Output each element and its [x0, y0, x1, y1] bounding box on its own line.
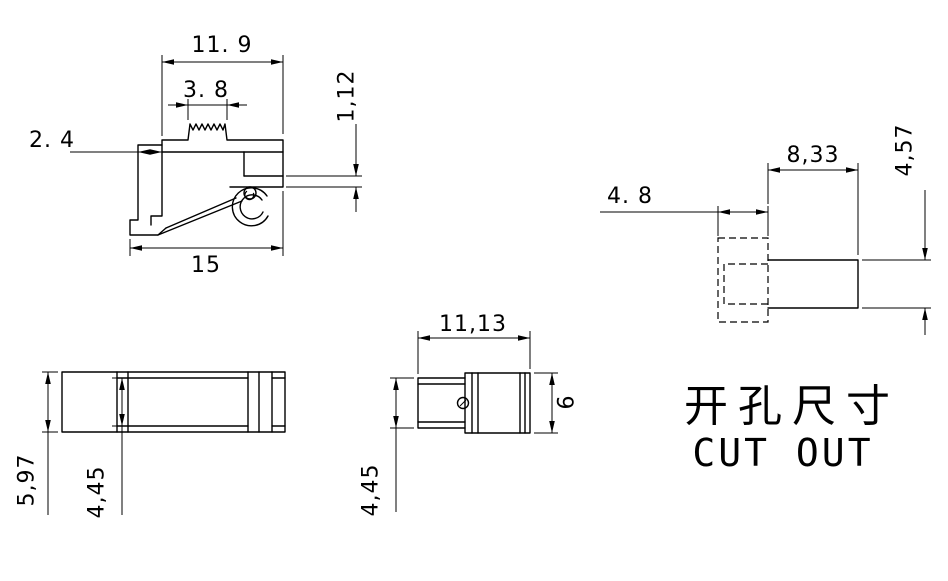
profile-left-wall-inner	[150, 151, 163, 226]
dim-wall-thickness-label: 2. 4	[29, 128, 75, 153]
dim-body-depth: 4. 8	[600, 184, 769, 236]
spring-inner-arc	[239, 194, 264, 220]
dim-arrowhead	[138, 149, 150, 155]
dim-extension-lines	[862, 259, 931, 309]
profile-top-bar-outline	[161, 123, 284, 188]
title-chinese: 开孔尺寸	[684, 381, 900, 432]
dim-side-inner-height-label: 4,45	[85, 466, 110, 519]
dim-arrowhead	[768, 167, 780, 173]
dim-arrowhead	[271, 245, 283, 251]
cutout-hidden-inner-outline	[723, 263, 768, 305]
dim-arrowhead	[119, 378, 125, 390]
side-inner-horizontals	[116, 377, 286, 427]
dim-arrowhead	[518, 335, 530, 341]
dim-arrowhead	[393, 378, 399, 390]
front-left-inner-horizontals	[417, 383, 466, 423]
dim-arrowhead	[393, 416, 399, 428]
dim-serration-width: 3. 8	[168, 78, 247, 120]
dim-body-height-label: 6	[555, 395, 580, 410]
dim-extension-lines	[534, 372, 558, 434]
cutout-slot-outline	[767, 259, 859, 309]
front-right-block	[464, 372, 531, 434]
dim-arrowhead	[353, 187, 359, 199]
profile-left-wall-outer	[129, 144, 167, 236]
dim-body-height: 6	[534, 372, 580, 434]
dim-extension-lines	[187, 99, 228, 120]
title-block: 开孔尺寸 CUT OUT	[684, 381, 900, 475]
dim-extension-lines	[767, 163, 859, 255]
dim-arrowhead	[418, 335, 430, 341]
dim-wall-thickness: 2. 4	[29, 128, 162, 155]
profile-bottom-leg-lower	[157, 200, 243, 236]
view-side: 5,97 4,45	[15, 371, 286, 519]
dim-extension-lines	[161, 55, 284, 136]
title-english: CUT OUT	[692, 431, 873, 475]
dim-overall-length: 11,13	[417, 312, 531, 374]
view-profile-section: 11. 9 3. 8 1,12 2. 4 15	[29, 33, 362, 278]
profile-part-geometry	[129, 123, 284, 236]
dim-arrowhead	[162, 59, 174, 65]
dim-body-depth-label: 4. 8	[607, 184, 653, 209]
dim-arrowhead	[846, 167, 858, 173]
dim-extension-lines	[286, 175, 362, 188]
dim-front-inner-height-label: 4,45	[359, 464, 384, 517]
dim-side-inner-height: 4,45	[85, 377, 130, 519]
dim-serration-width-label: 3. 8	[183, 78, 229, 103]
dim-top-width: 11. 9	[161, 33, 284, 136]
front-screw-detail-tick	[459, 399, 467, 407]
dim-arrowhead	[718, 209, 730, 215]
dim-arrowhead	[549, 373, 555, 385]
side-part-geometry	[61, 371, 286, 433]
dim-overall-width: 15	[129, 191, 284, 278]
dim-arrowhead	[271, 59, 283, 65]
dim-arrowhead	[353, 164, 359, 176]
dim-flange-thickness-label: 1,12	[335, 70, 360, 123]
dim-arrowhead	[922, 248, 928, 260]
dim-slot-height: 4,57	[862, 124, 931, 335]
dim-arrowhead	[45, 372, 51, 384]
side-outer-rect	[61, 371, 286, 433]
dim-slot-length-label: 8,33	[787, 143, 840, 168]
dim-arrowhead	[549, 421, 555, 433]
dim-top-width-label: 11. 9	[192, 33, 253, 58]
front-screw-detail-circle	[456, 396, 470, 410]
dim-front-inner-height: 4,45	[359, 377, 414, 517]
dim-overall-length-label: 11,13	[439, 312, 507, 337]
dim-arrowhead	[756, 209, 768, 215]
front-part-geometry	[417, 372, 531, 434]
dim-arrowhead	[119, 414, 125, 426]
dim-extension-lines	[717, 206, 769, 236]
dim-arrowhead	[130, 245, 142, 251]
spring-outer-arc	[231, 187, 269, 227]
view-front: 11,13 6 4,45	[359, 312, 580, 516]
dim-extension-lines	[112, 377, 130, 427]
dim-extension-lines	[42, 371, 58, 433]
dim-overall-width-label: 15	[191, 253, 221, 278]
dim-flange-thickness: 1,12	[286, 70, 362, 212]
dim-overall-height: 5,97	[15, 371, 58, 515]
dim-arrowhead	[922, 308, 928, 320]
dim-arrowhead	[227, 102, 239, 108]
profile-bottom-leg-upper	[165, 197, 237, 229]
front-left-block	[417, 377, 466, 429]
dim-overall-height-label: 5,97	[15, 454, 40, 507]
dim-arrowhead	[150, 149, 162, 155]
front-vertical-edges	[471, 372, 526, 434]
side-vertical-edges	[116, 371, 273, 433]
cutout-geometry	[717, 237, 859, 323]
dim-slot-length: 8,33	[767, 143, 859, 255]
dim-slot-height-label: 4,57	[893, 124, 918, 177]
view-cutout: 4. 8 8,33 4,57	[600, 124, 931, 335]
dim-arrowhead	[45, 420, 51, 432]
dim-extension-lines	[417, 331, 531, 374]
dim-arrowhead	[176, 102, 188, 108]
cutout-hidden-body-outline	[717, 237, 769, 323]
dim-extension-lines	[390, 377, 414, 429]
